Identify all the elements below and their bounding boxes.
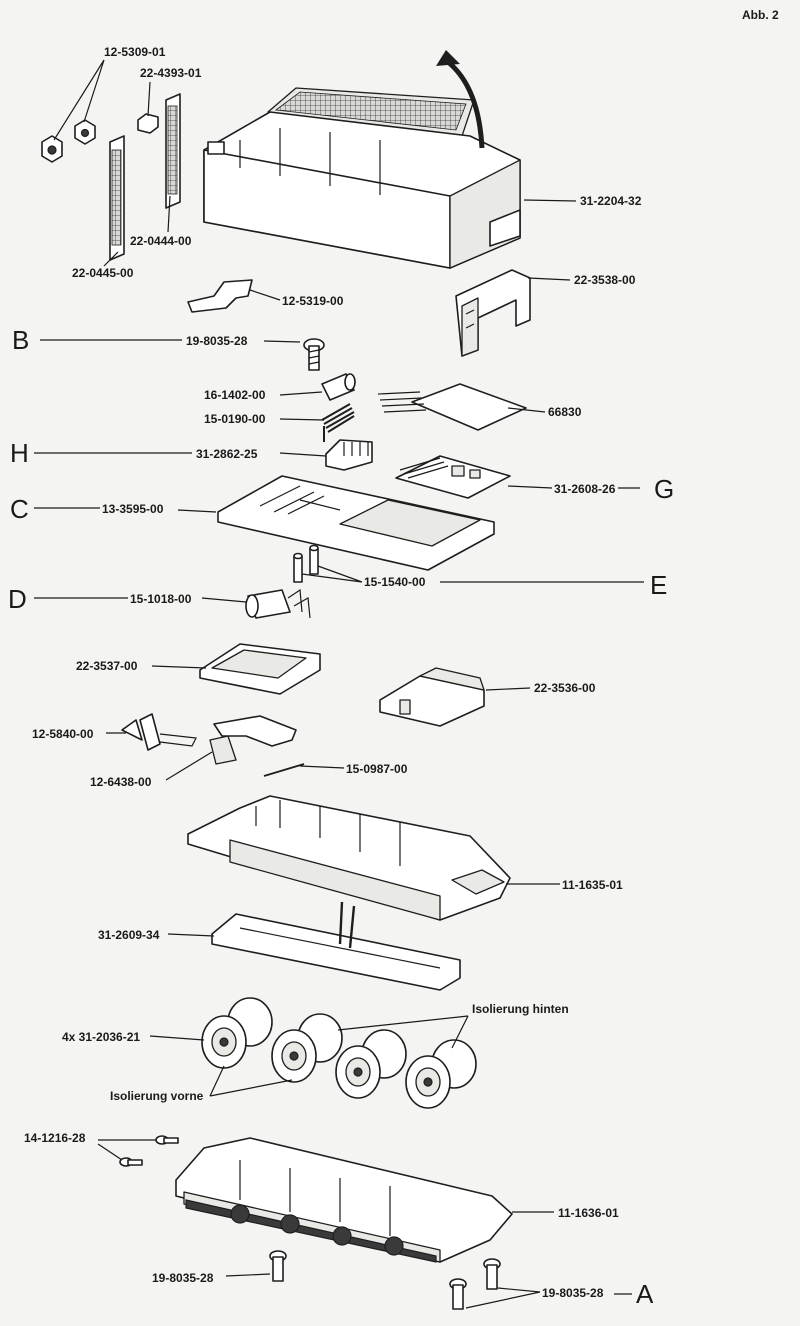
part-lever-12-5319	[187, 279, 253, 313]
label-15-0987-00: 15-0987-00	[346, 762, 408, 776]
label-22-3536-00: 22-3536-00	[534, 681, 596, 695]
part-block-22-4393	[137, 113, 159, 134]
part-plate-13-3595	[217, 475, 495, 571]
part-cylinder-16-1402	[321, 373, 356, 401]
part-bracket-22-3536	[379, 667, 485, 727]
part-strip-22-0444	[165, 93, 181, 209]
part-capacitor-15-1018	[245, 588, 311, 619]
label-31-2204-32: 31-2204-32	[580, 194, 642, 208]
part-pins-15-1540	[293, 544, 319, 583]
part-screw-19-8035-bottom-left	[269, 1250, 287, 1282]
part-wheelsets-31-2036	[201, 997, 477, 1109]
letter-h: H	[10, 438, 29, 468]
part-plate-31-2609	[211, 901, 461, 991]
label-19-8035-28-top: 19-8035-28	[186, 334, 248, 348]
label-12-5309-01: 12-5309-01	[104, 45, 166, 59]
letter-a: A	[636, 1279, 654, 1309]
label-12-5840-00: 12-5840-00	[32, 727, 94, 741]
label-66830: 66830	[548, 405, 582, 419]
part-chassis-11-1636	[175, 1137, 513, 1263]
part-screws-19-8035-bottom-right	[449, 1258, 501, 1310]
part-board-66830	[377, 383, 527, 431]
label-15-1018-00: 15-1018-00	[130, 592, 192, 606]
part-screws-14-1216	[119, 1135, 179, 1167]
letter-e: E	[650, 570, 667, 600]
label-16-1402-00: 16-1402-00	[204, 388, 266, 402]
letter-c: C	[10, 494, 29, 524]
part-spring-15-0190	[321, 403, 355, 442]
figure-label: Abb. 2	[742, 8, 779, 22]
label-12-5319-00: 12-5319-00	[282, 294, 344, 308]
label-11-1635-01: 11-1635-01	[562, 878, 623, 892]
label-isolierung-hinten: Isolierung hinten	[472, 1002, 569, 1016]
label-22-4393-01: 22-4393-01	[140, 66, 202, 80]
part-coupler-12-5840	[121, 713, 197, 751]
letter-g: G	[654, 474, 674, 504]
leader-lines	[34, 59, 644, 1309]
label-22-0445-00: 22-0445-00	[72, 266, 134, 280]
label-15-0190-00: 15-0190-00	[204, 412, 266, 426]
part-screw-19-8035-top	[303, 338, 325, 371]
label-22-3538-00: 22-3538-00	[574, 273, 636, 287]
letter-d: D	[8, 584, 27, 614]
label-14-1216-28: 14-1216-28	[24, 1131, 86, 1145]
part-strip-22-0445	[109, 135, 125, 261]
label-isolierung-vorne: Isolierung vorne	[110, 1089, 204, 1103]
part-clip-12-5309	[41, 119, 96, 163]
part-board-31-2608	[395, 455, 511, 499]
part-housing-31-2204	[203, 50, 521, 269]
part-comb-31-2862	[325, 439, 373, 471]
label-19-8035-28-bottom-right: 19-8035-28	[542, 1286, 604, 1300]
label-22-3537-00: 22-3537-00	[76, 659, 138, 673]
part-tray-22-3537	[199, 643, 321, 695]
label-15-1540-00: 15-1540-00	[364, 575, 426, 589]
label-19-8035-28-bottom-left: 19-8035-28	[152, 1271, 214, 1285]
label-31-2862-25: 31-2862-25	[196, 447, 258, 461]
part-wire-15-0987	[263, 763, 305, 777]
letter-b: B	[12, 325, 29, 355]
part-arm-12-6438	[209, 715, 297, 765]
label-13-3595-00: 13-3595-00	[102, 502, 164, 516]
label-31-2608-26: 31-2608-26	[554, 482, 616, 496]
part-bracket-22-3538	[455, 269, 531, 357]
label-12-6438-00: 12-6438-00	[90, 775, 152, 789]
label-31-2036-21: 4x 31-2036-21	[62, 1030, 140, 1044]
label-11-1636-01: 11-1636-01	[558, 1206, 619, 1220]
label-31-2609-34: 31-2609-34	[98, 928, 160, 942]
part-frame-11-1635	[187, 795, 511, 921]
label-22-0444-00: 22-0444-00	[130, 234, 192, 248]
